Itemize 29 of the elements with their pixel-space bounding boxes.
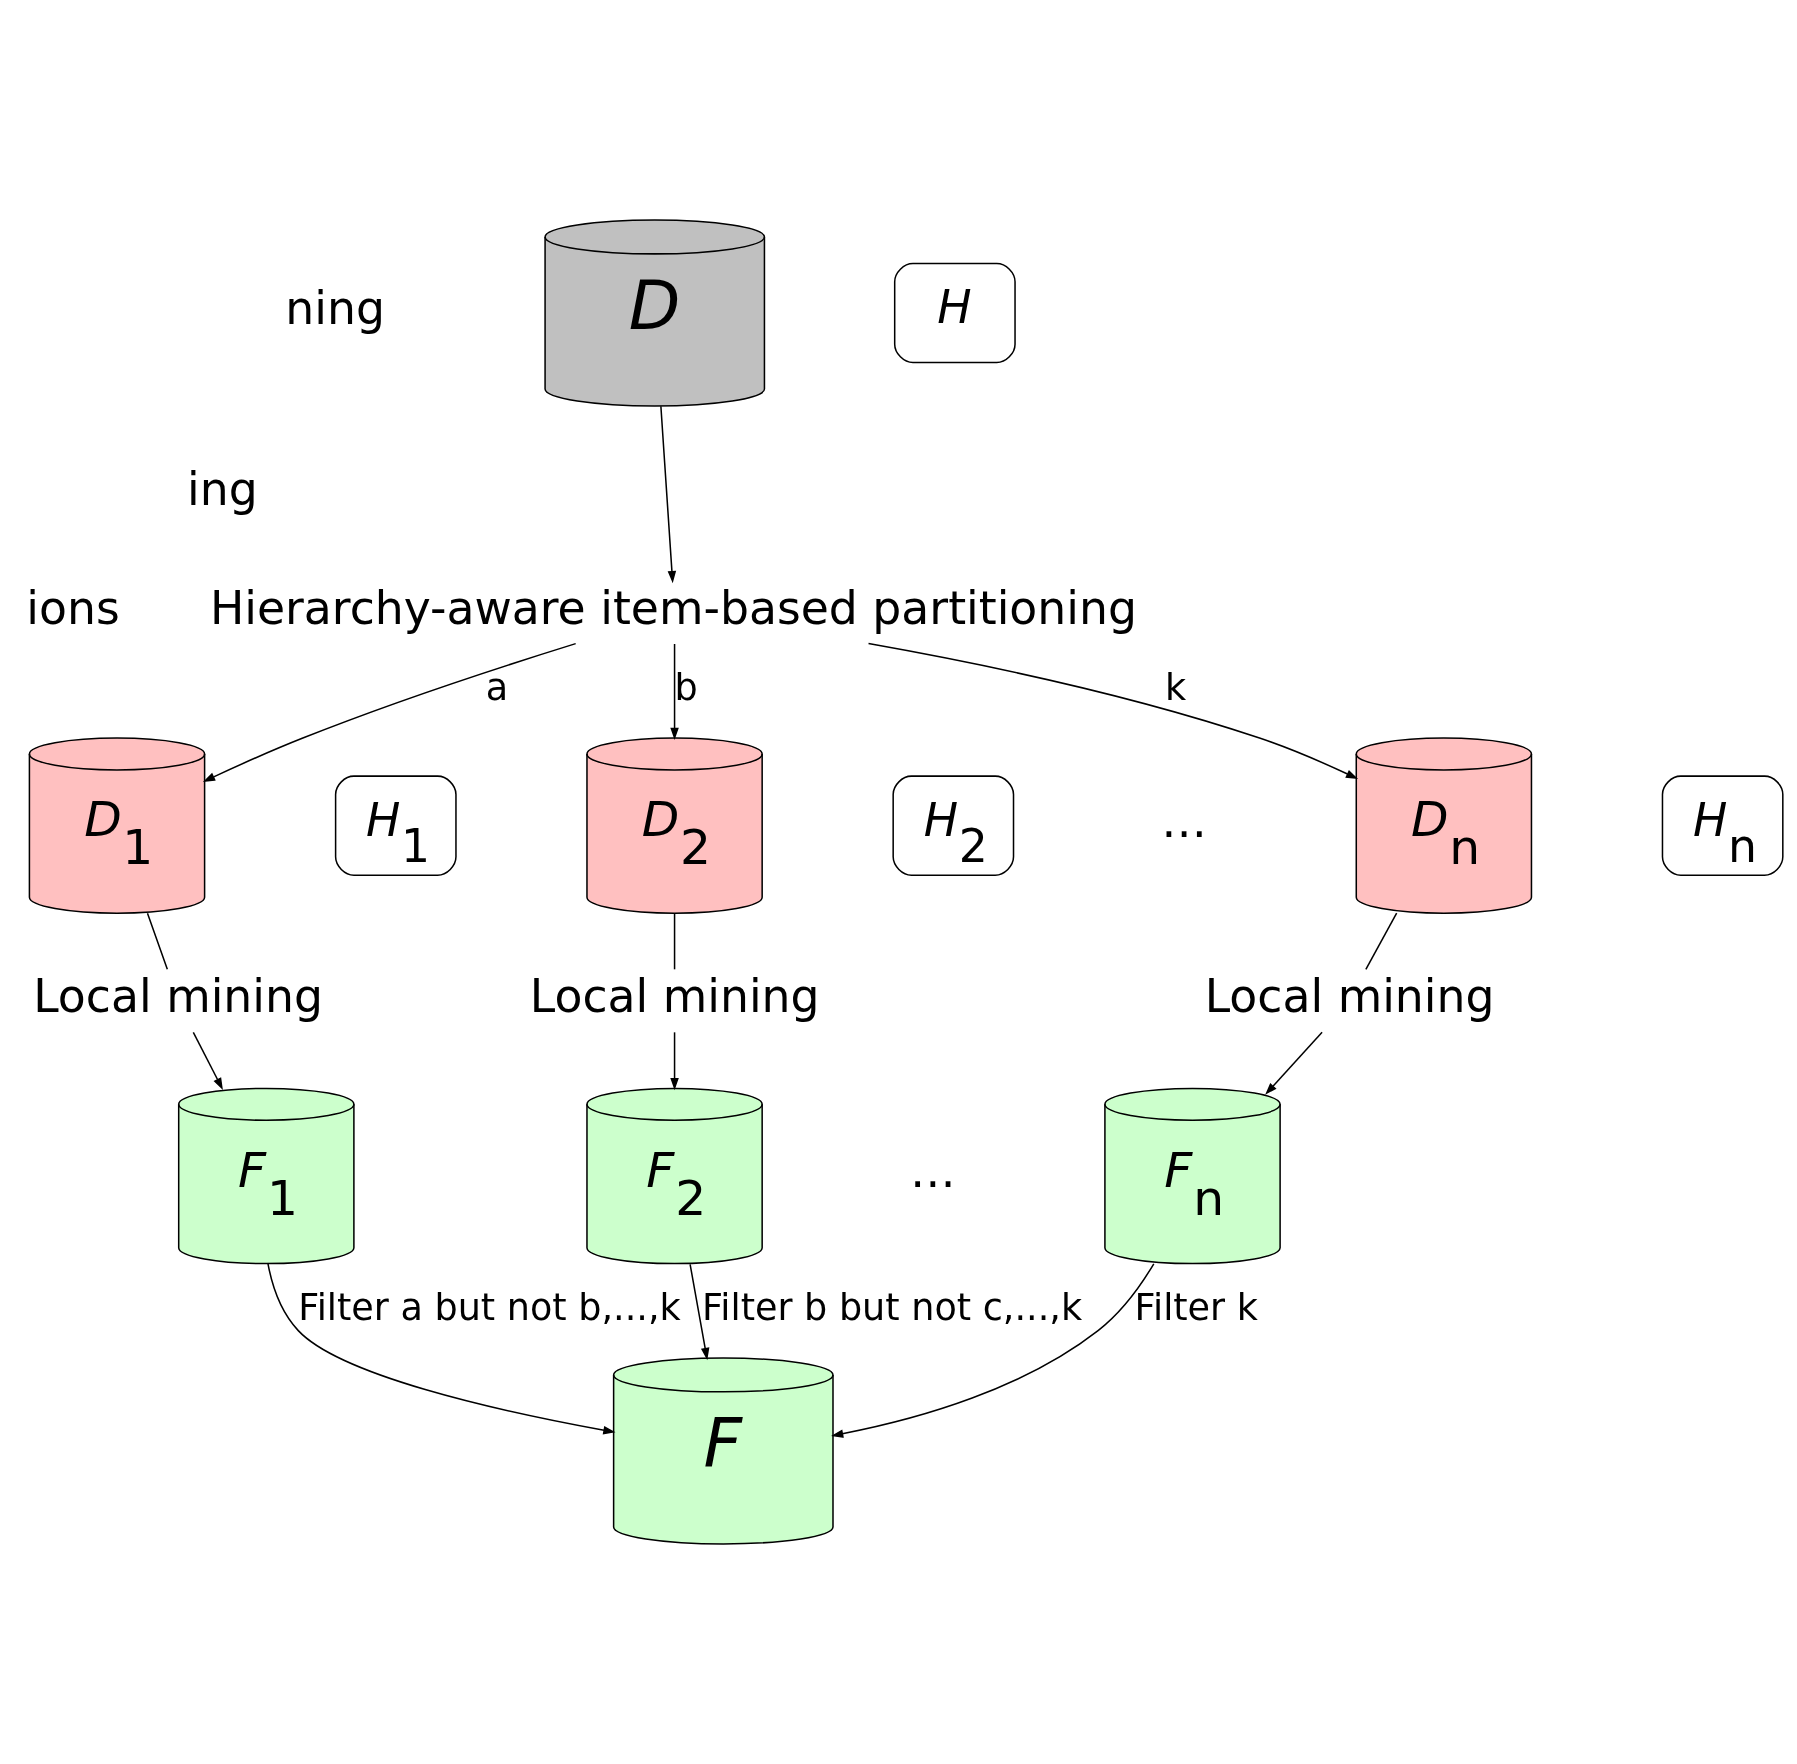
arrow	[660, 405, 677, 584]
edge-label: b	[674, 666, 698, 710]
node-text: Local mining	[1204, 970, 1495, 1024]
label: ing	[187, 462, 258, 516]
node-text: Local mining	[33, 970, 323, 1024]
arrow	[267, 1263, 616, 1435]
node-text: Hierarchy-aware item-based partitioning	[209, 581, 1137, 635]
edge-label: Filter k	[1134, 1286, 1258, 1330]
edge-label: Filter b but not c,...,k	[701, 1286, 1083, 1330]
connector	[146, 912, 169, 971]
arrow	[202, 642, 577, 782]
arrow	[831, 1263, 1155, 1438]
arrow	[670, 643, 679, 740]
arrow	[192, 1031, 223, 1090]
node-text: Local mining	[529, 970, 820, 1024]
arrow	[670, 1031, 679, 1091]
label: …	[1161, 795, 1207, 849]
label: ning	[285, 282, 385, 336]
arrow	[867, 642, 1359, 780]
label: ions	[26, 581, 120, 635]
edge-label: a	[485, 666, 509, 710]
edge-label: k	[1165, 666, 1187, 710]
connector	[673, 912, 676, 971]
connector	[1365, 912, 1398, 971]
edge-label: Filter a but not b,...,k	[298, 1286, 681, 1330]
label: …	[909, 1145, 956, 1199]
node-box: H	[893, 262, 1016, 364]
arrow	[1265, 1031, 1323, 1095]
arrow	[689, 1263, 710, 1361]
